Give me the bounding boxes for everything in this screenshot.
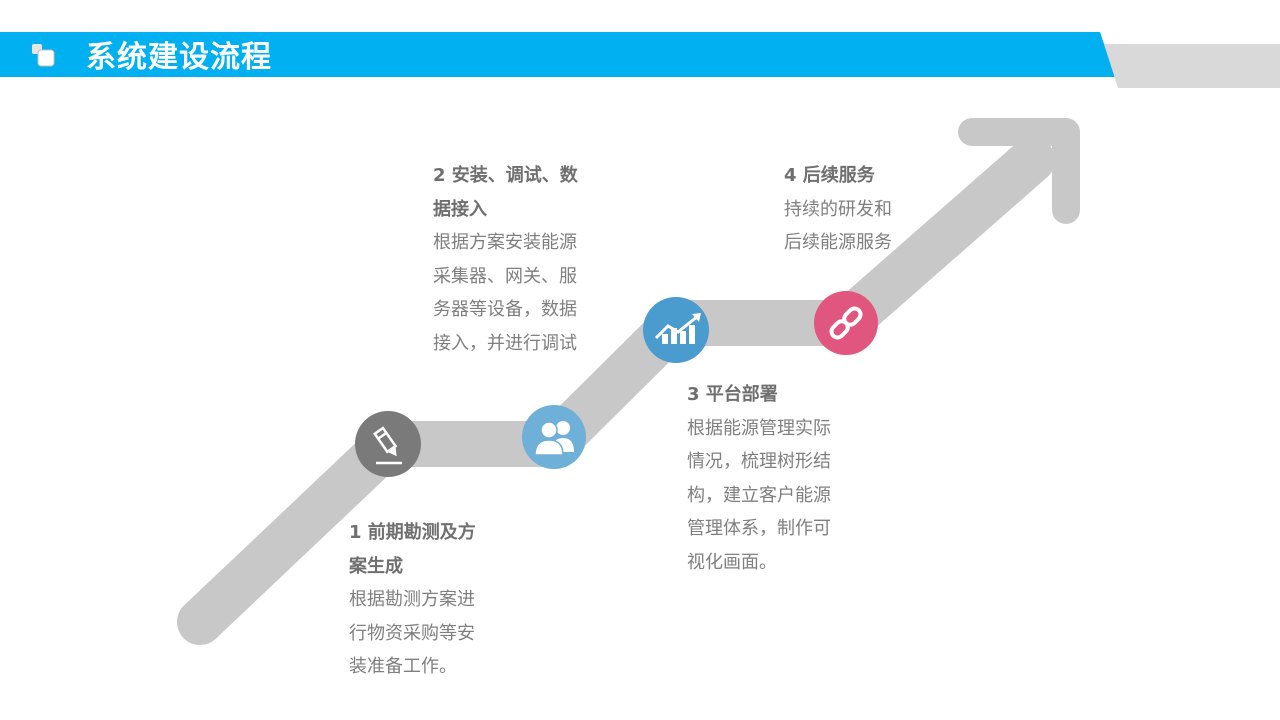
logo-icon xyxy=(32,44,55,67)
step-4-title: 4 后续服务 xyxy=(784,165,875,186)
step-4-node xyxy=(814,291,878,355)
step-1-desc: 根据勘测方案进行物资采购等安装准备工作。 xyxy=(349,589,475,677)
arrow-head xyxy=(958,118,1080,224)
step-2-title: 2 安装、调试、数据接入 xyxy=(433,165,578,220)
chart-icon xyxy=(654,313,701,344)
step-1-title: 1 前期勘测及方案生成 xyxy=(349,522,476,577)
step-2-desc: 根据方案安装能源采集器、网关、服务器等设备，数据接入，并进行调试 xyxy=(433,232,577,354)
step-3-node xyxy=(643,297,709,363)
pencil-icon xyxy=(372,426,398,457)
step-2-text: 2 安装、调试、数据接入 根据方案安装能源采集器、网关、服务器等设备，数据接入，… xyxy=(433,159,593,360)
flow-path xyxy=(177,137,1055,645)
step-3-desc: 根据能源管理实际情况，梳理树形结构，建立客户能源管理体系，制作可视化画面。 xyxy=(687,417,831,573)
step-4-text: 4 后续服务 持续的研发和后续能源服务 xyxy=(784,159,909,260)
step-4-desc: 持续的研发和后续能源服务 xyxy=(784,198,892,254)
header-bar xyxy=(0,32,1280,88)
step-2-node xyxy=(522,405,586,469)
step-1-text: 1 前期勘测及方案生成 根据勘测方案进行物资采购等安装准备工作。 xyxy=(349,516,489,684)
step-1-node xyxy=(355,411,421,477)
step-3-text: 3 平台部署 根据能源管理实际情况，梳理树形结构，建立客户能源管理体系，制作可视… xyxy=(687,378,832,579)
page-title: 系统建设流程 xyxy=(86,40,272,75)
users-icon xyxy=(534,421,574,456)
step-3-title: 3 平台部署 xyxy=(687,384,778,405)
link-icon xyxy=(829,306,863,340)
